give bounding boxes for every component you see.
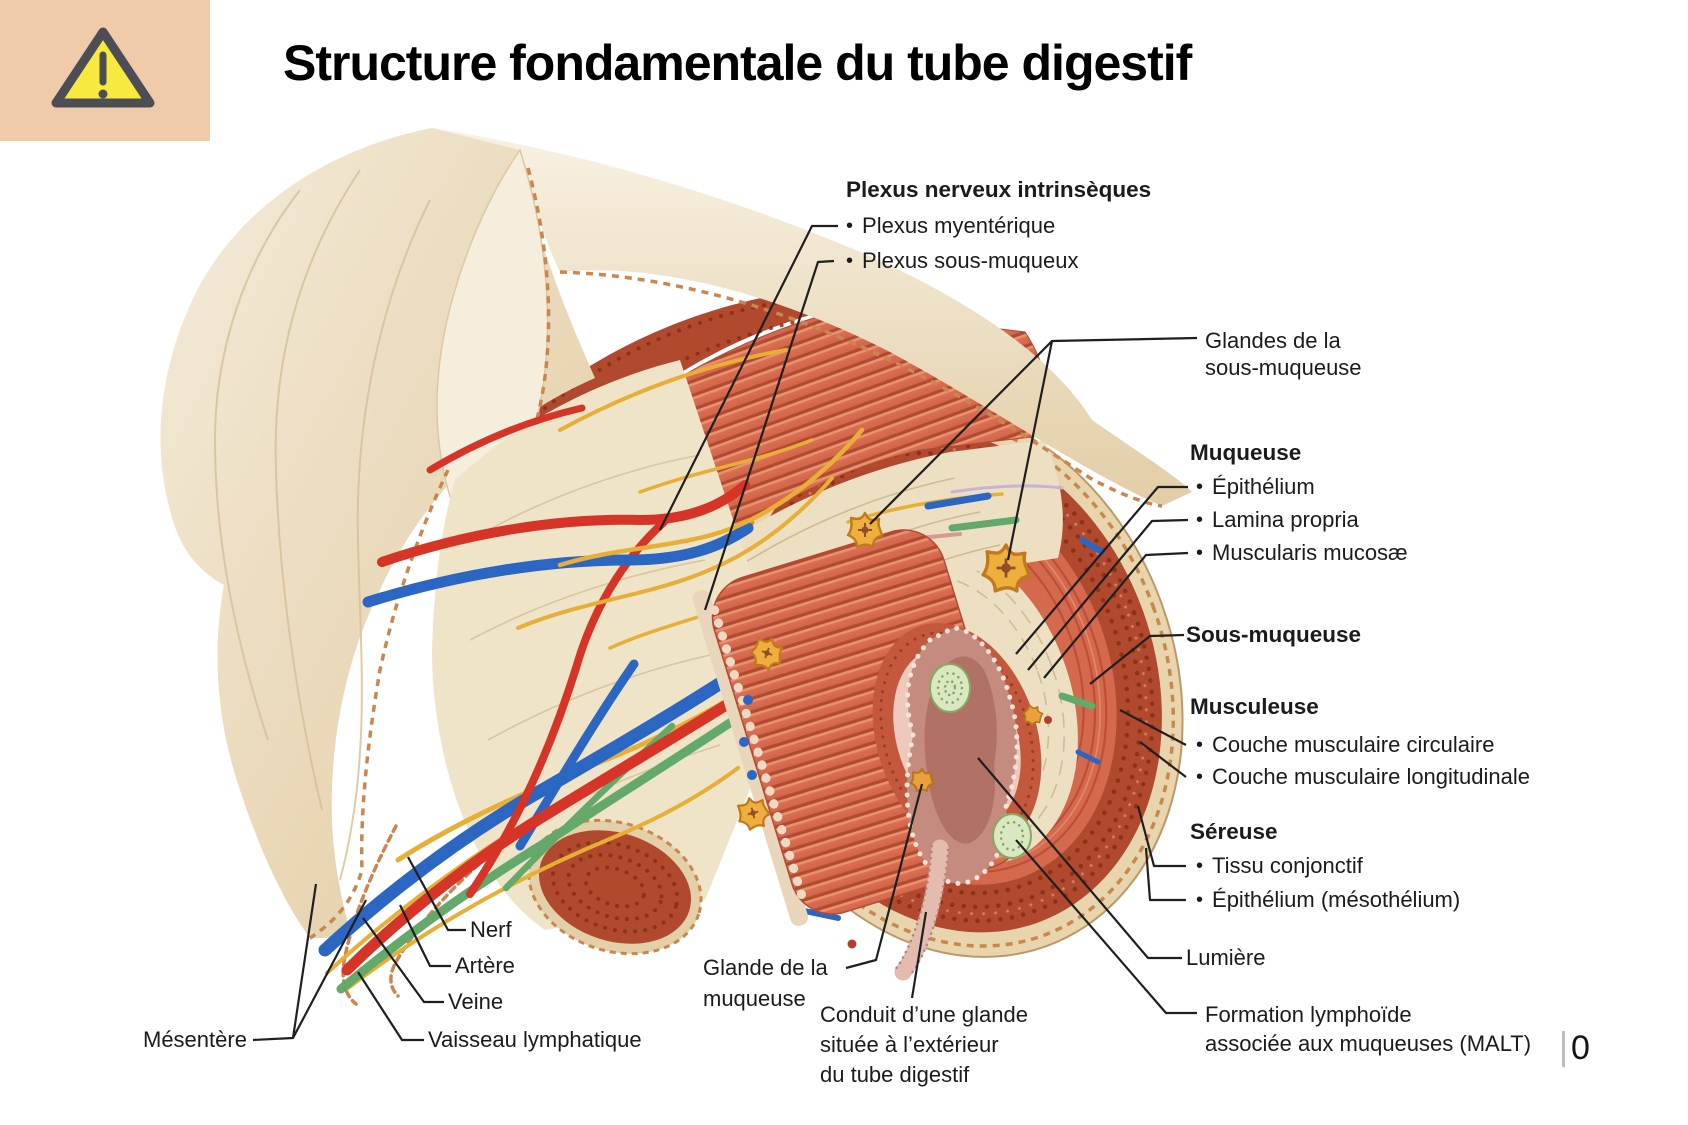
submucosal-gland-icon bbox=[749, 637, 784, 671]
label-plexus-myenterique: • Plexus myentérique bbox=[846, 213, 1056, 238]
mesentery-fold-lines bbox=[213, 169, 431, 881]
bullet-icon: • bbox=[1196, 734, 1204, 756]
leader-artere bbox=[399, 904, 451, 968]
leader-tissu-conjonctif bbox=[1136, 805, 1186, 868]
serosa-sheet-bead-line bbox=[559, 270, 1163, 508]
label-mesentere: Mésentère bbox=[143, 1027, 247, 1052]
bullet-icon: • bbox=[1196, 889, 1204, 911]
warning-block bbox=[0, 0, 210, 141]
leader-conduit bbox=[910, 911, 928, 999]
mucosa-gland-icon bbox=[1022, 704, 1044, 727]
label-couche-circulaire: • Couche musculaire circulaire bbox=[1196, 732, 1495, 757]
warning-icon bbox=[51, 27, 155, 108]
submucosal-gland-icon bbox=[981, 543, 1031, 593]
leader-epithelium-mesothelium bbox=[1144, 847, 1186, 902]
leader-muscularis-mucosae bbox=[1043, 551, 1189, 679]
label-muscularis-mucosae: • Muscularis mucosæ bbox=[1196, 540, 1408, 565]
label-lumiere: Lumière bbox=[1186, 945, 1266, 970]
label-nerf: Nerf bbox=[470, 917, 512, 942]
leader-lines bbox=[252, 224, 1198, 1042]
leader-couche-longitudinale bbox=[1139, 741, 1187, 778]
leader-nerf bbox=[407, 856, 466, 932]
label-epithelium: • Épithélium bbox=[1196, 474, 1315, 499]
slide-page-number: 0 bbox=[1562, 1030, 1590, 1067]
glands-and-nodules bbox=[736, 511, 1044, 981]
label-epithelium-mesothelium: • Épithélium (mésothélium) bbox=[1196, 887, 1461, 912]
label-lamina-propria: • Lamina propria bbox=[1196, 507, 1359, 532]
leader-plexus-sous-muqueux bbox=[703, 259, 835, 611]
bullet-icon: • bbox=[1196, 766, 1204, 788]
label-sereuse-header: Séreuse bbox=[1190, 819, 1278, 844]
leader-plexus-myenterique bbox=[659, 224, 838, 531]
label-veine: Veine bbox=[448, 989, 504, 1014]
leader-epithelium bbox=[1015, 485, 1188, 655]
leader-lumiere bbox=[977, 757, 1182, 960]
label-tissu-conjonctif: • Tissu conjonctif bbox=[1196, 853, 1363, 878]
page-title: Structure fondamentale du tube digestif bbox=[283, 35, 1192, 91]
bullet-icon: • bbox=[1196, 542, 1204, 564]
leader-glande-muqueuse bbox=[845, 783, 924, 970]
leader-mesentere bbox=[252, 883, 367, 1042]
label-sous-muqueuse: Sous-muqueuse bbox=[1186, 622, 1362, 647]
serosa-sheet bbox=[432, 128, 1192, 506]
malt-nodule bbox=[929, 663, 971, 713]
mesentery-interior bbox=[432, 360, 790, 930]
label-glande-muqueuse: Glande de la muqueuse bbox=[703, 955, 828, 1011]
bullet-icon: • bbox=[1196, 509, 1204, 531]
label-plexus-header: Plexus nerveux intrinsèques bbox=[846, 177, 1152, 202]
leader-lamina-propria bbox=[1027, 518, 1189, 671]
label-glandes-sous-muqueuse: Glandes de la sous-muqueuse bbox=[1205, 328, 1362, 380]
bullet-icon: • bbox=[846, 215, 854, 237]
leader-veine bbox=[362, 917, 444, 1004]
label-couche-longitudinale: • Couche musculaire longitudinale bbox=[1196, 764, 1530, 789]
label-malt: Formation lymphoïde associée aux muqueus… bbox=[1205, 1002, 1532, 1056]
label-muqueuse-header: Muqueuse bbox=[1190, 440, 1302, 465]
cylinder-edge-vessels bbox=[739, 695, 757, 780]
leader-malt bbox=[1015, 839, 1197, 1015]
bullet-icon: • bbox=[846, 250, 854, 272]
bullet-icon: • bbox=[1196, 855, 1204, 877]
label-conduit: Conduit d’une glande située à l’extérieu… bbox=[820, 1002, 1028, 1087]
label-artere: Artère bbox=[455, 953, 515, 978]
leader-sous-muqueuse bbox=[1089, 633, 1185, 685]
leader-glandes-sous-muqueuse-2 bbox=[869, 340, 1053, 525]
cylinder-bead-trim bbox=[710, 605, 808, 906]
bullet-icon: • bbox=[1196, 476, 1204, 498]
lymphatic-vessel bbox=[336, 677, 795, 994]
mucosa-gland-icon bbox=[909, 767, 935, 793]
label-plexus-sous-muqueux: • Plexus sous-muqueux bbox=[846, 248, 1079, 273]
leader-vaisseau-lymphatique bbox=[357, 971, 424, 1042]
submucosal-gland-icon bbox=[736, 797, 771, 831]
leader-couche-circulaire bbox=[1119, 709, 1187, 746]
label-musculeuse-header: Musculeuse bbox=[1190, 694, 1319, 719]
artery bbox=[341, 664, 788, 976]
label-vaisseau-lymphatique: Vaisseau lymphatique bbox=[428, 1027, 642, 1052]
